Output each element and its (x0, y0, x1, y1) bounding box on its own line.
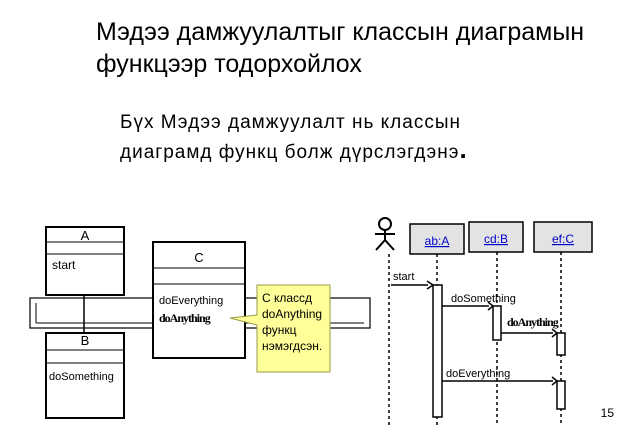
slide-subtitle: Бүх Мэдээ дамжуулалт нь классын диаграмд… (120, 110, 468, 166)
object-cd-b-frame (468, 221, 524, 253)
object-ef-c: ef:C (533, 221, 593, 253)
object-ab-a-frame (409, 223, 465, 255)
class-c-operation-1: doEverything (159, 295, 223, 307)
class-b-frame (45, 332, 125, 419)
class-a-operation: start (52, 258, 76, 272)
actor-icon (375, 217, 395, 251)
class-a-frame (45, 226, 125, 296)
subtitle-period: . (459, 134, 468, 164)
class-c-name: C (194, 250, 203, 265)
title-line-2: функцээр тодорхойлох (96, 50, 362, 78)
object-ab-a-label: ab:A (425, 234, 450, 248)
object-ef-c-label: ef:C (552, 232, 574, 246)
object-ab-a: ab:A (409, 223, 465, 255)
message-dosomething-arrowhead (487, 301, 495, 311)
object-cd-b: cd:B (468, 221, 524, 253)
message-doanything-arrowhead (551, 328, 559, 338)
activation-cd-b (492, 305, 502, 341)
class-b-name: B (81, 333, 90, 348)
note-line-2: doAnything (262, 307, 322, 321)
title-line-1: Мэдээ дамжуулалтыг классын диаграмын (96, 18, 585, 46)
note-line-4: нэмэгдсэн. (262, 339, 322, 353)
message-dosomething-label: doSomething (451, 293, 516, 305)
class-c-operation-2: doAnything (159, 311, 211, 325)
class-c-box: C doEverything doAnything (152, 241, 246, 359)
message-doeverything-label: doEverything (446, 368, 510, 380)
message-start-arrowhead (426, 280, 435, 290)
class-c-frame (152, 241, 246, 359)
object-ef-c-frame (533, 221, 593, 253)
slide-title: Мэдээ дамжуулалтыг классын диаграмын фун… (96, 16, 584, 80)
message-start: start (391, 271, 435, 290)
class-a-box: A start (45, 226, 125, 296)
activation-ab-a (432, 284, 443, 418)
note-line-1: С классд (262, 291, 312, 305)
message-doeverything-arrowhead (551, 376, 559, 386)
note-line-3: функц (262, 323, 297, 337)
note-shape (229, 284, 331, 373)
message-dosomething: doSomething (442, 293, 516, 311)
subtitle-line-1: Бүх Мэдээ дамжуулалт нь классын (120, 112, 461, 133)
activation-ef-c-2 (556, 380, 566, 410)
activation-ef-c-1 (556, 332, 566, 356)
message-doanything-label: doAnything (507, 315, 559, 329)
page-number: 15 (600, 406, 614, 420)
subtitle-line-2: диаграмд функц болж дүрслэгдэнэ. (120, 136, 468, 166)
class-a-name: A (81, 228, 90, 243)
class-b-operation: doSomething (49, 371, 114, 383)
message-doeverything: doEverything (442, 368, 559, 386)
message-doanything: doAnything (501, 315, 560, 338)
class-b-box: B doSomething (45, 332, 125, 419)
note-callout: С классд doAnything функц нэмэгдсэн. (229, 284, 331, 373)
subtitle-line-2-text: диаграмд функц болж дүрслэгдэнэ (120, 142, 460, 163)
message-start-label: start (393, 271, 414, 283)
object-cd-b-label: cd:B (484, 232, 508, 246)
